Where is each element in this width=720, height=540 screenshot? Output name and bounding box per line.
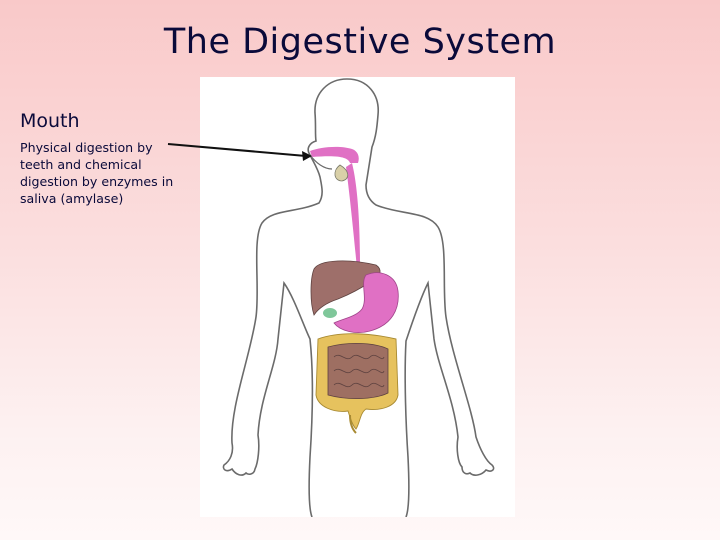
liver — [310, 260, 381, 316]
mouth-label-heading: Mouth — [20, 110, 80, 132]
mouth-label-description: Physical digestion by teeth and chemical… — [20, 140, 174, 206]
slide-title: The Digestive System — [163, 22, 557, 62]
body-outline-right — [346, 78, 495, 517]
stomach — [333, 272, 399, 333]
esophagus — [346, 163, 366, 279]
gallbladder — [323, 308, 337, 318]
body-outline — [222, 78, 348, 517]
small-intestine-folds — [333, 354, 385, 388]
mouth-cavity — [310, 146, 359, 163]
digestive-system-illustration — [200, 77, 515, 517]
jaw-line — [309, 154, 333, 170]
salivary-gland — [334, 164, 349, 182]
appendix — [349, 414, 357, 434]
